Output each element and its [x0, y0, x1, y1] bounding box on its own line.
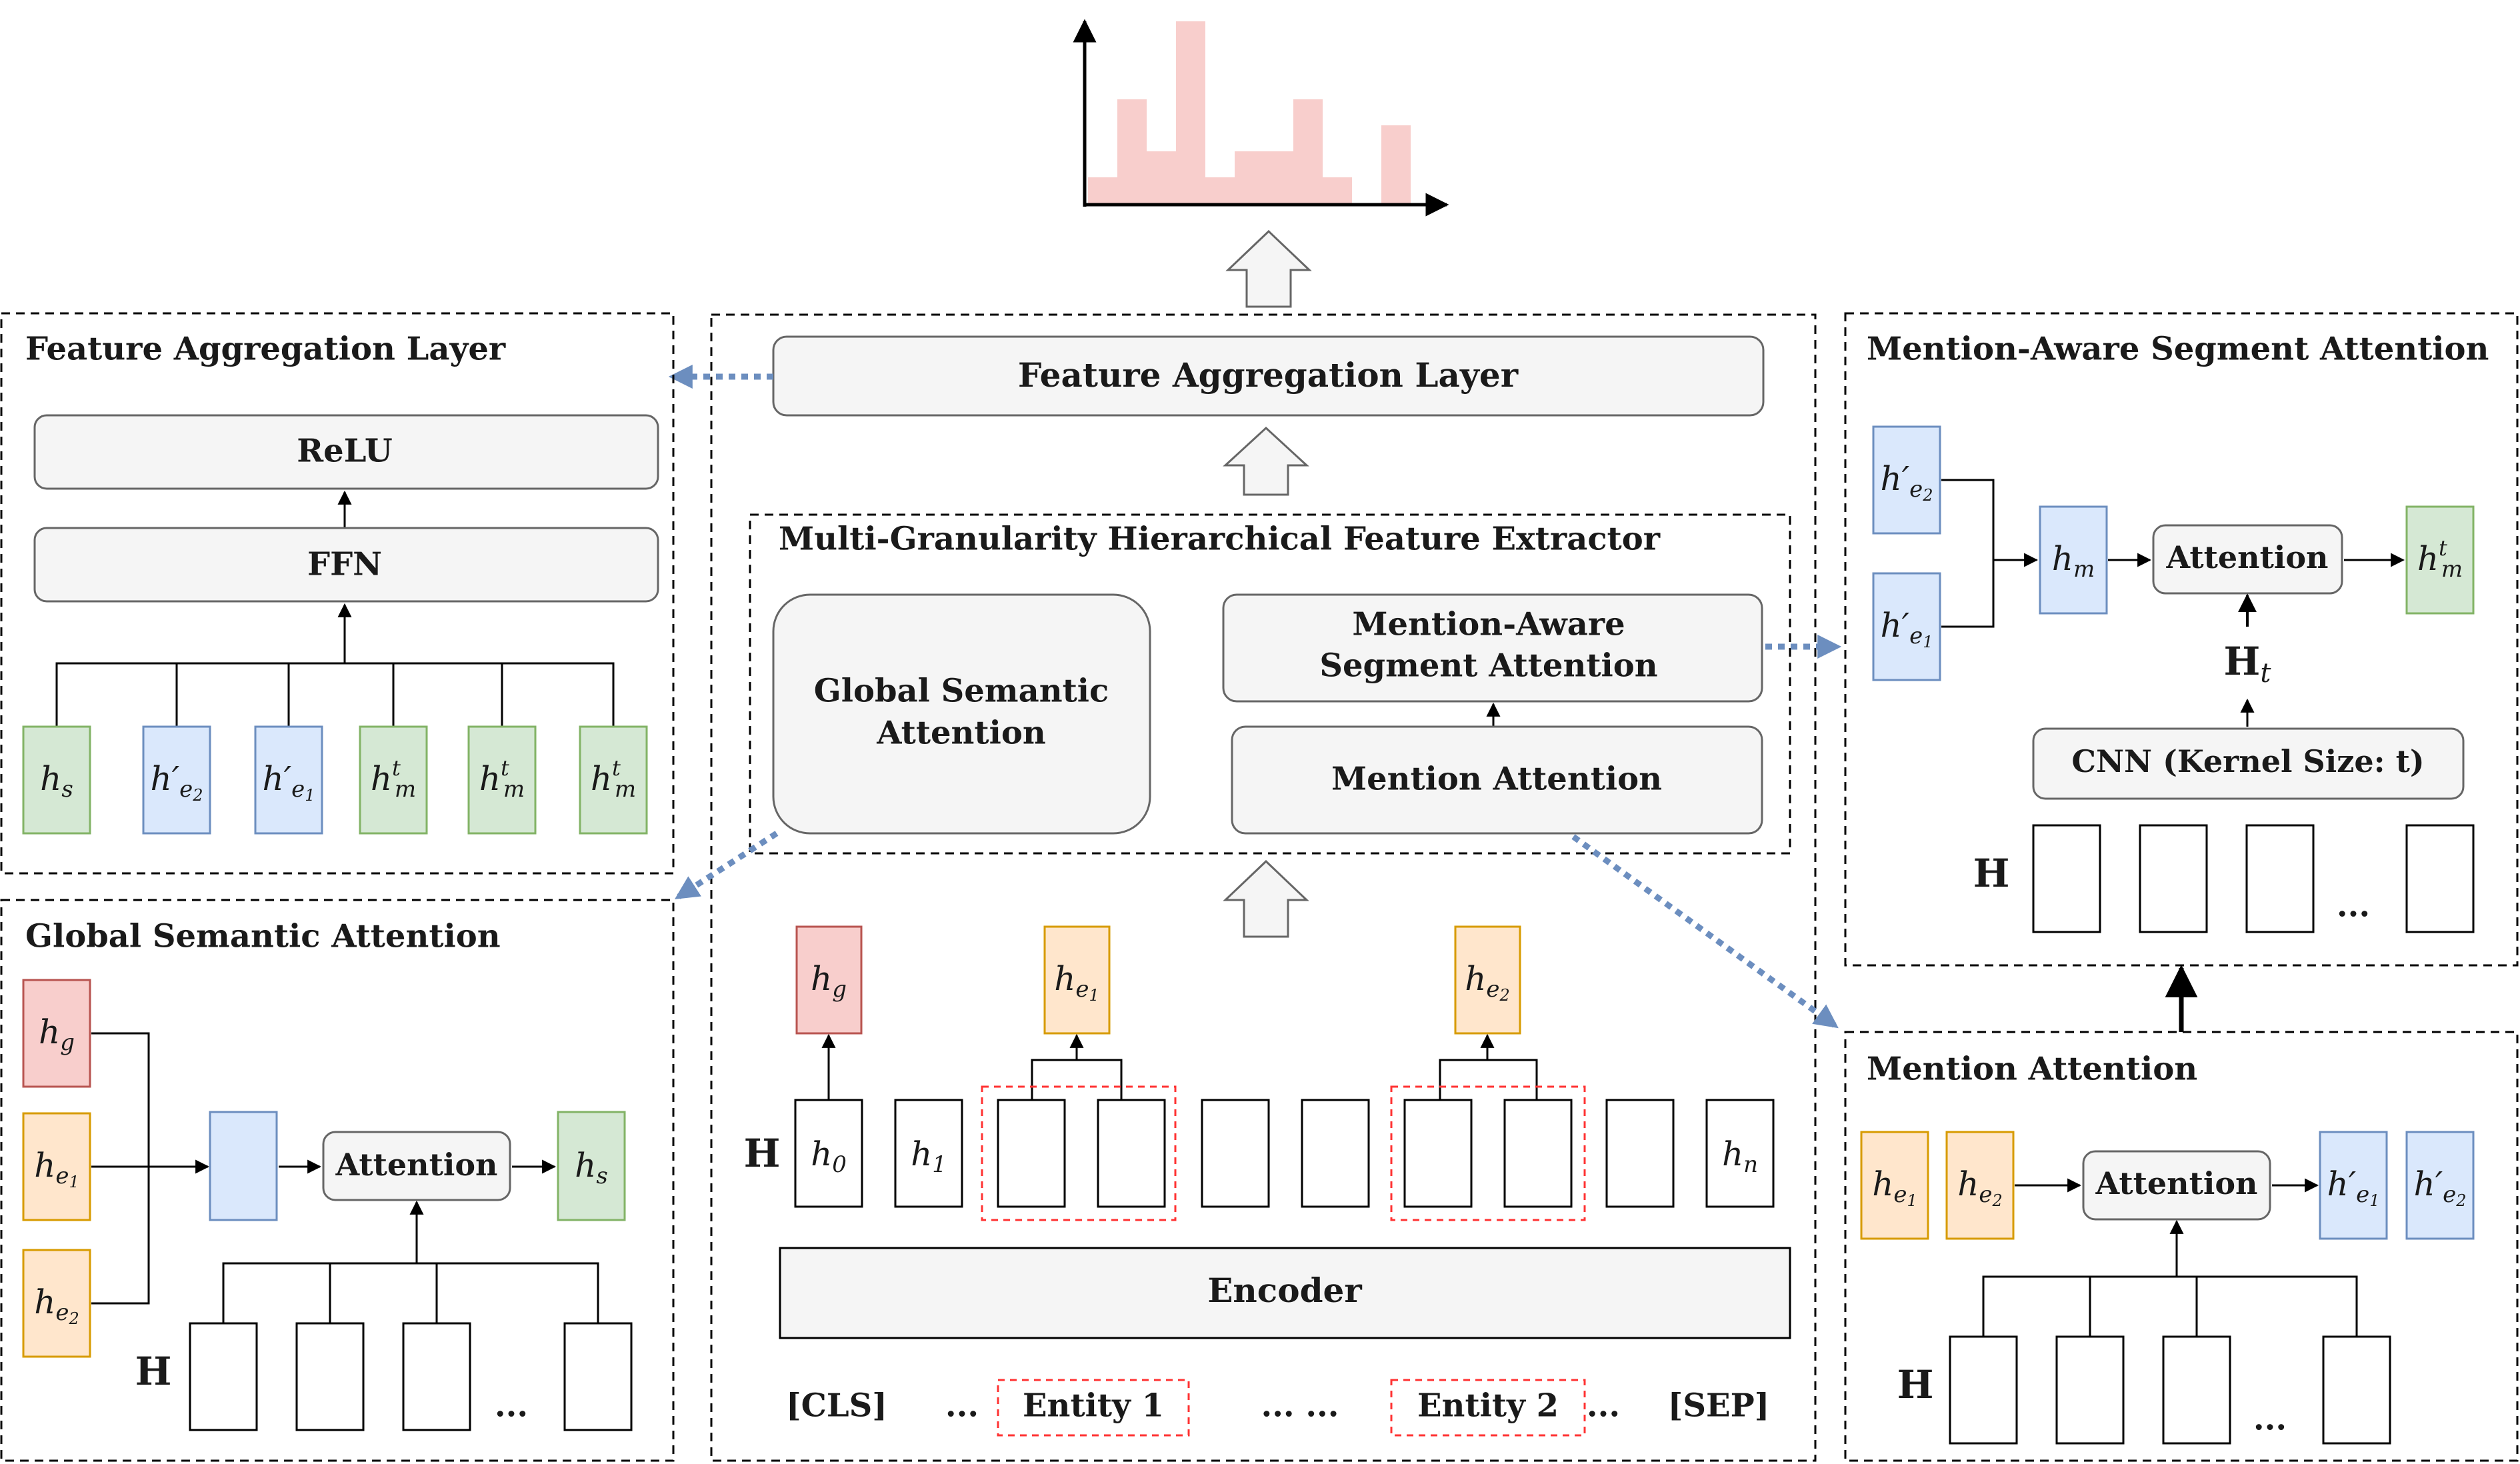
hollow-up-arrow-to-aggregation — [1223, 426, 1309, 496]
hg-vector — [795, 925, 863, 1035]
svg-text:Attention: Attention — [335, 1147, 498, 1183]
svg-text:CNN (Kernel Size: t): CNN (Kernel Size: t) — [2071, 743, 2424, 779]
svg-text:FFN: FFN — [307, 546, 382, 583]
relu-block — [33, 414, 659, 490]
svg-text:ReLU: ReLU — [297, 433, 392, 470]
connector-to-global-panel — [674, 831, 779, 899]
svg-text:Mention-Aware: Mention-Aware — [1352, 606, 1625, 643]
svg-text:[CLS]: [CLS] — [786, 1387, 887, 1425]
encoder-outputs: hg he1 he2 H h0 h1 hn — [744, 925, 1775, 1221]
histogram-bar — [1264, 151, 1293, 203]
mention-aware-segment-attention-block: Mention-Aware Segment Attention — [1222, 593, 1763, 703]
feature-aggregation-block: Feature Aggregation Layer — [772, 335, 1765, 417]
feature-extractor-frame — [749, 513, 1791, 855]
panel-global-semantic-title: Global Semantic Attention — [25, 918, 501, 955]
svg-text:H: H — [744, 1131, 781, 1176]
histogram-bar — [1293, 99, 1323, 203]
svg-text:[SEP]: [SEP] — [1668, 1387, 1770, 1425]
feature-extractor-title: Multi-Granularity Hierarchical Feature E… — [779, 521, 1661, 558]
svg-text:...: ... — [495, 1387, 528, 1425]
output-histogram — [1073, 19, 1449, 217]
encoder-block: Encoder — [779, 1247, 1791, 1339]
token-hidden-states: h0 h1 hn — [794, 1099, 1775, 1208]
histogram-bar — [1381, 125, 1411, 203]
ffn-block — [33, 527, 659, 603]
svg-text:Encoder: Encoder — [1207, 1271, 1362, 1310]
panel-feature-aggregation: Feature Aggregation Layer ReLU FFN hs h′… — [0, 312, 675, 875]
panel-feature-aggregation-title: Feature Aggregation Layer — [25, 331, 506, 368]
svg-text:Segment Attention: Segment Attention — [1319, 647, 1657, 685]
svg-text:h0: h0 — [811, 1135, 847, 1178]
svg-text:H: H — [135, 1349, 172, 1394]
svg-text:Attention: Attention — [2095, 1165, 2258, 1201]
panel-segment-attention-title: Mention-Aware Segment Attention — [1867, 331, 2489, 368]
histogram-bar — [1235, 151, 1264, 203]
histogram-bar — [1176, 21, 1205, 203]
histogram-bar — [1147, 151, 1176, 203]
svg-text:Entity 2: Entity 2 — [1417, 1387, 1559, 1425]
global-semantic-attention-block: Global Semantic Attention — [772, 593, 1151, 835]
center-model-frame — [710, 313, 1817, 1462]
segment-attention-block — [2152, 524, 2343, 595]
svg-text:... ...: ... ... — [1261, 1387, 1339, 1425]
panel-mention-attention-title: Mention Attention — [1867, 1051, 2197, 1088]
svg-text:Mention Attention: Mention Attention — [1331, 761, 1662, 798]
entity2-mention-span — [1390, 1085, 1586, 1221]
histogram-bar — [1088, 177, 1117, 203]
svg-text:H: H — [1973, 851, 2010, 896]
cnn-block — [2032, 727, 2465, 800]
hollow-up-arrow-to-extractor — [1223, 859, 1309, 938]
input-tokens: [CLS] ... Entity 1 ... ... Entity 2 ... … — [786, 1379, 1770, 1437]
connector-to-mention-panel — [1571, 834, 1839, 1029]
svg-text:...: ... — [945, 1387, 979, 1425]
histogram-bar — [1323, 177, 1352, 203]
histogram-bar — [1205, 177, 1235, 203]
he2-vector — [1454, 925, 1521, 1035]
global-attention-block — [322, 1131, 511, 1201]
hollow-up-arrow-output — [1225, 229, 1312, 308]
svg-text:Attention: Attention — [876, 715, 1046, 752]
Ht-label: Ht — [2224, 639, 2272, 689]
he1-vector — [1043, 925, 1111, 1035]
feature-aggregation-label: Feature Aggregation Layer — [1018, 355, 1519, 395]
svg-text:Attention: Attention — [2166, 539, 2329, 575]
svg-text:...: ... — [2253, 1401, 2287, 1438]
histogram-bars — [1088, 21, 1411, 203]
mention-attention-block: Mention Attention — [1231, 725, 1763, 835]
zoom-connectors — [668, 365, 1842, 1029]
entity1-mention-span — [981, 1085, 1177, 1221]
svg-text:H: H — [1897, 1362, 1934, 1407]
histogram-bar — [1117, 99, 1147, 203]
svg-text:...: ... — [2337, 887, 2370, 925]
panel-mention-aware-segment-attention: Mention-Aware Segment Attention h′e2 h′e… — [1844, 312, 2519, 967]
svg-text:...: ... — [1587, 1387, 1620, 1425]
svg-text:Entity 1: Entity 1 — [1023, 1387, 1164, 1425]
panel-mention-attention: Mention Attention he1 he2 Attention h′e1… — [1844, 1031, 2519, 1462]
svg-text:hn: hn — [1722, 1135, 1758, 1178]
panel-global-semantic-attention: Global Semantic Attention hg he1 he2 Att… — [0, 899, 675, 1462]
mention-attention-inner-block — [2082, 1150, 2271, 1221]
svg-text:Global Semantic: Global Semantic — [814, 673, 1109, 710]
